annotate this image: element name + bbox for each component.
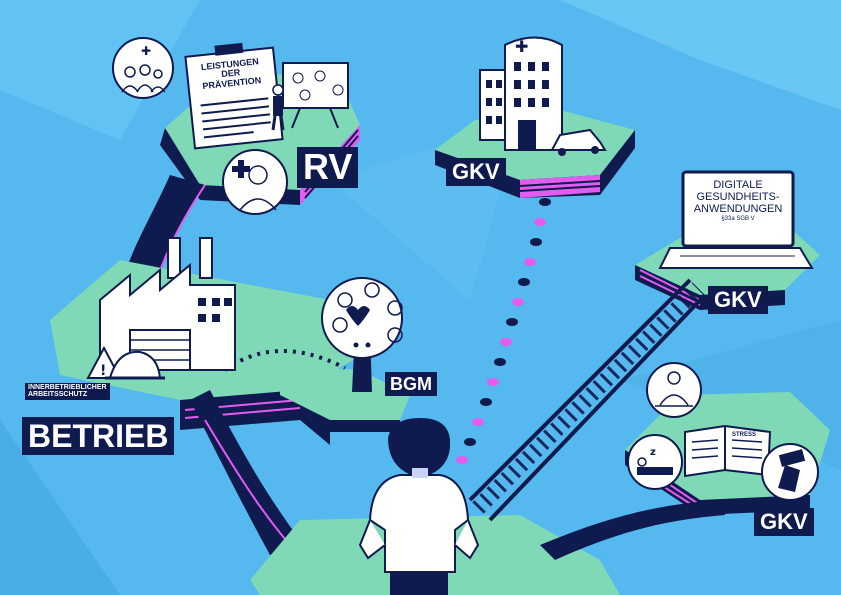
svg-text:✚: ✚ <box>141 44 151 58</box>
hardhat-icon <box>105 350 165 380</box>
family-icon: ✚ <box>112 37 174 99</box>
laptop-line1: DIGITALE <box>713 179 763 191</box>
laptop-screen-text: DIGITALE GESUNDHEITS- ANWENDUNGEN §33a S… <box>689 179 787 222</box>
label-gkv-laptop: GKV <box>708 286 768 314</box>
label-betrieb: BETRIEB <box>22 417 175 455</box>
hospital-icon: ✚ <box>479 36 563 151</box>
stress-icon <box>761 443 819 501</box>
stepping-stones <box>456 198 551 464</box>
clipboard-text: LEISTUNGEN DER PRÄVENTION <box>186 56 283 153</box>
label-gkv-hospital: GKV <box>446 158 506 186</box>
rail-bridge <box>468 278 707 522</box>
doctor-icon <box>222 149 288 215</box>
svg-text:!: ! <box>100 363 106 379</box>
presentation-icon <box>271 62 349 131</box>
svg-text:✚: ✚ <box>515 37 528 56</box>
factory-icon <box>99 237 236 371</box>
svg-text:z: z <box>650 447 656 458</box>
label-rv: RV <box>297 147 359 188</box>
laptop-line2: GESUNDHEITS- <box>696 191 780 204</box>
laptop-line3: ANWENDUNGEN <box>693 203 783 216</box>
laptop-icon <box>658 170 814 269</box>
arbeitsschutz-line1: INNERBETRIEBLICHER <box>28 384 107 391</box>
laptop-line4: §33a SGB V <box>721 216 755 223</box>
arbeitsschutz-line2: ARBEITSSCHUTZ <box>28 391 88 399</box>
health-tree-icon <box>321 277 403 392</box>
sleep-icon: z <box>627 434 683 490</box>
book-text: STRESS <box>732 432 757 438</box>
label-arbeitsschutz: INNERBETRIEBLICHER ARBEITSSCHUTZ <box>25 383 110 400</box>
meditation-icon <box>646 362 702 418</box>
label-bgm: BGM <box>385 372 437 396</box>
book-icon <box>684 424 772 478</box>
car-icon <box>550 128 607 156</box>
person-icon <box>358 418 480 595</box>
label-gkv-wellness: GKV <box>754 508 814 536</box>
